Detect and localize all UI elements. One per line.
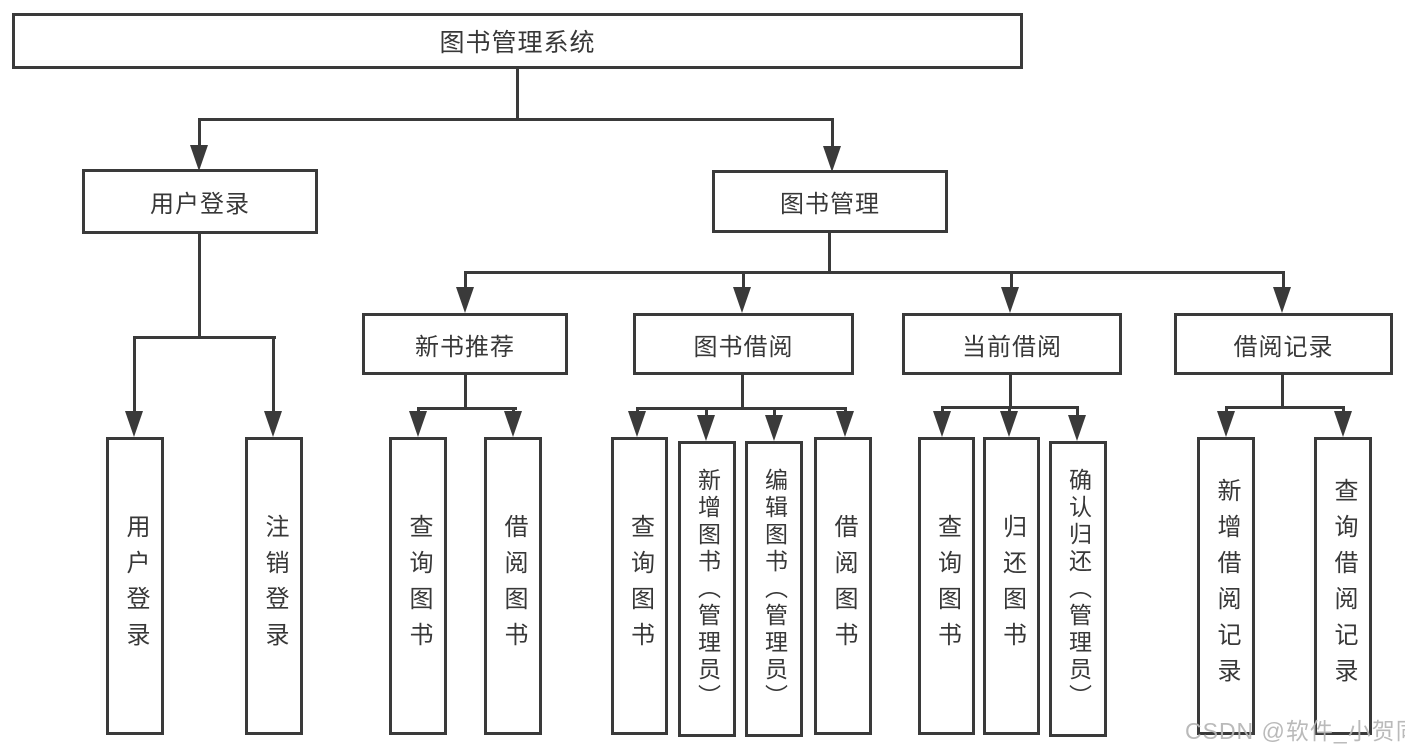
- node-user-login-label: 用户登录: [150, 191, 250, 218]
- arrow-down-icon: [628, 411, 646, 437]
- connector-drop: [705, 407, 708, 419]
- arrow-down-icon: [264, 411, 282, 437]
- leaf-edit-books-admin: 编辑图书（管理员）: [745, 441, 803, 737]
- connector-drop: [198, 118, 201, 146]
- node-new-book-recommend: 新书推荐: [362, 313, 568, 375]
- connector-drop: [133, 336, 136, 413]
- connector-drop: [742, 271, 745, 289]
- leaf-logout: 注销登录: [245, 437, 303, 735]
- connector-user-login-stem: [198, 233, 201, 338]
- arrow-down-icon: [190, 145, 208, 171]
- leaf-query-borrow-record: 查询借阅记录: [1314, 437, 1372, 735]
- arrow-down-icon: [933, 411, 951, 437]
- arrow-down-icon: [1068, 415, 1086, 441]
- arrow-down-icon: [1273, 287, 1291, 313]
- leaf-add-books-admin: 新增图书（管理员）: [678, 441, 736, 737]
- arrow-down-icon: [1217, 411, 1235, 437]
- leaf-borrow-books-recommend: 借阅图书: [484, 437, 542, 735]
- connector-user-login-split: [133, 336, 276, 339]
- arrow-down-icon: [456, 287, 474, 313]
- node-new-book-recommend-label: 新书推荐: [415, 333, 515, 361]
- leaf-borrow-books: 借阅图书: [814, 437, 872, 735]
- connector-drop: [464, 271, 467, 289]
- arrow-down-icon: [733, 287, 751, 313]
- arrow-down-icon: [823, 146, 841, 172]
- arrow-down-icon: [409, 411, 427, 437]
- connector-split: [1225, 406, 1345, 409]
- node-book-management-label: 图书管理: [780, 191, 880, 218]
- arrow-down-icon: [125, 411, 143, 437]
- node-root-label: 图书管理系统: [439, 29, 596, 57]
- leaf-user-login: 用户登录: [106, 437, 164, 735]
- connector-drop: [831, 118, 834, 146]
- node-borrow-records: 借阅记录: [1174, 313, 1393, 375]
- arrow-down-icon: [765, 415, 783, 441]
- connector-book-mgmt-stem: [828, 232, 831, 274]
- connector-stem: [1009, 374, 1012, 409]
- leaf-add-borrow-record: 新增借阅记录: [1197, 437, 1255, 735]
- connector-drop: [1282, 271, 1285, 289]
- node-book-borrowing-label: 图书借阅: [693, 333, 794, 361]
- arrow-down-icon: [1334, 411, 1352, 437]
- connector-level3-split: [464, 271, 1285, 274]
- connector-drop: [1008, 406, 1011, 415]
- connector-drop: [1342, 406, 1345, 415]
- leaf-confirm-return-admin: 确认归还（管理员）: [1049, 441, 1107, 737]
- connector-root-stem: [516, 68, 519, 118]
- leaf-query-books-recommend: 查询图书: [389, 437, 447, 735]
- leaf-query-books-borrowing: 查询图书: [611, 437, 668, 735]
- connector-stem: [1281, 374, 1284, 408]
- connector-drop: [773, 407, 776, 419]
- leaf-query-books-current: 查询图书: [918, 437, 975, 735]
- arrow-down-icon: [1001, 287, 1019, 313]
- arrow-down-icon: [697, 415, 715, 441]
- node-user-login: 用户登录: [82, 169, 318, 234]
- node-book-borrowing: 图书借阅: [633, 313, 854, 375]
- arrow-down-icon: [1000, 411, 1018, 437]
- connector-drop: [1010, 271, 1013, 289]
- arrow-down-icon: [504, 411, 522, 437]
- connector-stem: [741, 374, 744, 409]
- node-current-borrowing: 当前借阅: [902, 313, 1122, 375]
- connector-level1-split: [198, 118, 834, 121]
- connector-drop: [272, 336, 275, 413]
- connector-drop: [1076, 406, 1079, 419]
- arrow-down-icon: [836, 411, 854, 437]
- node-root-system: 图书管理系统: [12, 13, 1023, 69]
- node-borrow-records-label: 借阅记录: [1233, 333, 1334, 361]
- connector-split: [417, 407, 517, 410]
- connector-drop: [1225, 406, 1228, 415]
- node-book-management: 图书管理: [712, 170, 948, 233]
- connector-drop: [941, 406, 944, 415]
- node-current-borrowing-label: 当前借阅: [962, 333, 1062, 361]
- csdn-watermark: CSDN @软件_小贺同学: [1185, 718, 1405, 744]
- connector-stem: [464, 374, 467, 409]
- leaf-return-books: 归还图书: [983, 437, 1040, 735]
- connector-split: [636, 407, 847, 410]
